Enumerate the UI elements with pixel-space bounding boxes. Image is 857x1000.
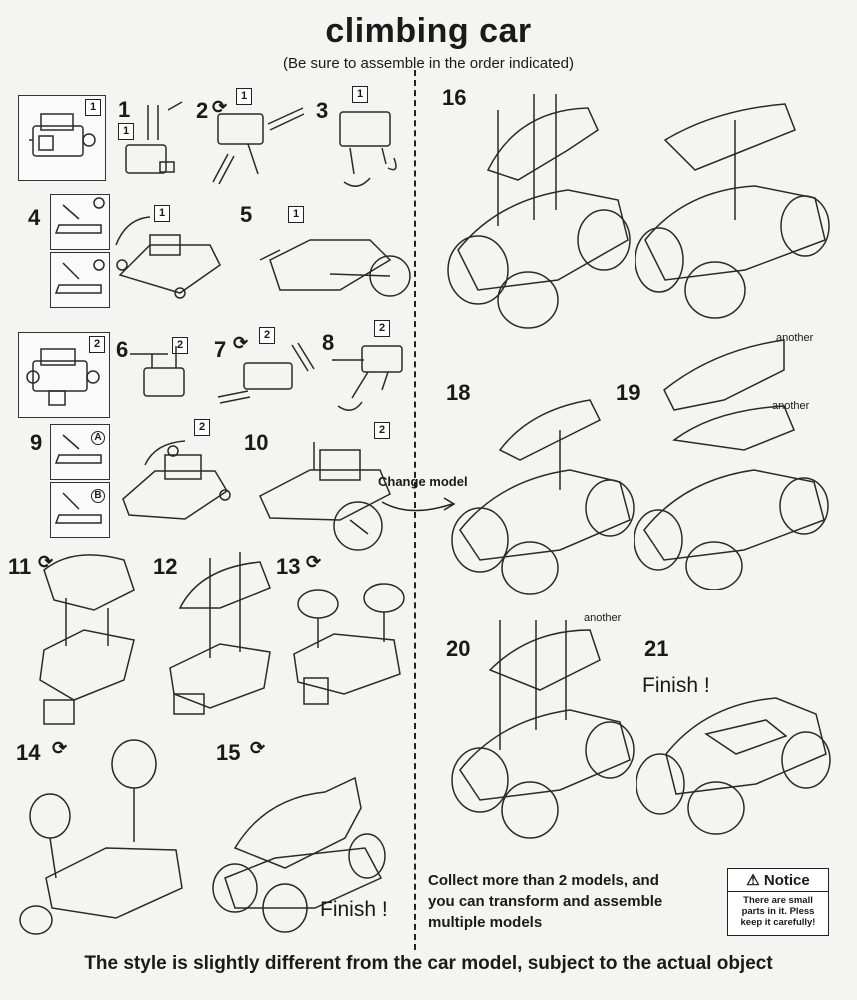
step-number: 15 [216, 740, 241, 765]
step-number: 9 [30, 430, 43, 455]
rotate-arrows-icon: ⟳ [250, 738, 266, 758]
notice-line: There are small [743, 895, 813, 906]
collect-line: you can transform and assemble [428, 893, 663, 910]
step-number: 21 [644, 636, 669, 661]
detail-box-b [50, 252, 110, 308]
step-number: 4 [28, 205, 41, 230]
collect-line: Collect more than 2 models, and [428, 872, 659, 889]
page-subtitle: (Be sure to assemble in the order indica… [283, 55, 574, 72]
step-10-illustration [259, 442, 391, 551]
finish-label: Finish ! [320, 898, 388, 921]
step-number: 16 [442, 85, 467, 110]
rotate-arrows-icon: ⟳ [233, 333, 249, 353]
rotate-arrows-icon: ⟳ [52, 738, 68, 758]
collect-text: Collect more than 2 models, and you can … [428, 870, 728, 933]
step-2-illustration [212, 107, 305, 185]
notice-box: ⚠ Notice There are small parts in it. Pl… [727, 868, 829, 936]
step-badge: 2 [374, 422, 390, 439]
part-illustration [26, 348, 100, 406]
step-number: 19 [616, 380, 641, 405]
step-5-illustration [259, 239, 411, 297]
step-number: 10 [244, 430, 269, 455]
another-label: another [584, 612, 622, 624]
step-number: 14 [16, 740, 41, 765]
marker-b: B [91, 489, 105, 503]
rotate-arrows-icon: ⟳ [212, 97, 228, 117]
step-badge: 2 [259, 327, 275, 344]
marker-a: A [91, 431, 105, 445]
step-badge: 1 [236, 88, 252, 105]
detail-b-illustration [54, 492, 102, 524]
step-number: 12 [153, 554, 178, 579]
detail-b-illustration [54, 259, 105, 294]
step-12-illustration [169, 552, 271, 715]
step-6-illustration [130, 346, 185, 397]
step-3-illustration [339, 111, 397, 187]
notice-title: Notice [763, 872, 810, 889]
step-number: 2 [196, 98, 209, 123]
step-badge: 2 [194, 419, 210, 436]
step-number: 13 [276, 554, 301, 579]
part-illustration [29, 113, 96, 157]
step-17-illustration [635, 103, 830, 319]
step-number: 3 [316, 98, 329, 123]
footer-disclaimer: The style is slightly different from the… [84, 953, 773, 974]
notice-line: parts in it. Pless [741, 906, 815, 917]
step-15-illustration [212, 776, 386, 933]
step-9-illustration [122, 440, 231, 520]
part-box-badge: 1 [85, 99, 101, 116]
notice-body: There are small parts in it. Pless keep … [728, 892, 828, 931]
step-8-illustration [332, 345, 403, 411]
notice-header: ⚠ Notice [728, 869, 828, 892]
step-19-illustration [634, 339, 829, 590]
step-14-illustration [19, 739, 183, 935]
step-16-illustration [447, 94, 631, 329]
step-21-illustration [636, 697, 831, 835]
step-badge: 1 [154, 205, 170, 222]
step-1-illustration [125, 101, 183, 174]
step-badge: 2 [374, 320, 390, 337]
step-18-illustration [451, 399, 635, 595]
step-4-illustration [115, 216, 221, 299]
another-label: another [776, 332, 814, 344]
collect-line: multiple models [428, 914, 543, 931]
change-model-arrow [381, 497, 456, 512]
step-7-illustration [217, 342, 315, 404]
step-20-illustration [451, 620, 635, 839]
warning-triangle-icon: ⚠ [746, 872, 760, 889]
detail-box-a [50, 194, 110, 250]
step-number: 1 [118, 97, 131, 122]
step-number: 8 [322, 330, 335, 355]
step-badge: 1 [118, 123, 134, 140]
detail-a-illustration [54, 434, 102, 464]
another-label: another [772, 400, 810, 412]
part-box-1: 1 [18, 95, 106, 181]
rotate-arrows-icon: ⟳ [306, 552, 322, 572]
step-number: 5 [240, 202, 253, 227]
part-box-badge: 2 [89, 336, 105, 353]
step-11-illustration [39, 554, 135, 725]
step-badge: 1 [352, 86, 368, 103]
detail-a-illustration [54, 197, 105, 234]
step-number: 11 [8, 554, 32, 579]
detail-box-a: A [50, 424, 110, 480]
page-title: climbing car [325, 12, 532, 50]
step-number: 18 [446, 380, 471, 405]
detail-box-b: B [50, 482, 110, 538]
step-number: 20 [446, 636, 471, 661]
change-model-label: Change model [378, 474, 468, 489]
step-badge: 1 [288, 206, 304, 223]
step-number: 6 [116, 337, 129, 362]
step-13-illustration [293, 583, 405, 705]
notice-line: keep it carefully! [740, 917, 816, 928]
part-box-2: 2 [18, 332, 110, 418]
finish-label: Finish ! [642, 674, 710, 697]
step-number: 7 [214, 337, 227, 362]
